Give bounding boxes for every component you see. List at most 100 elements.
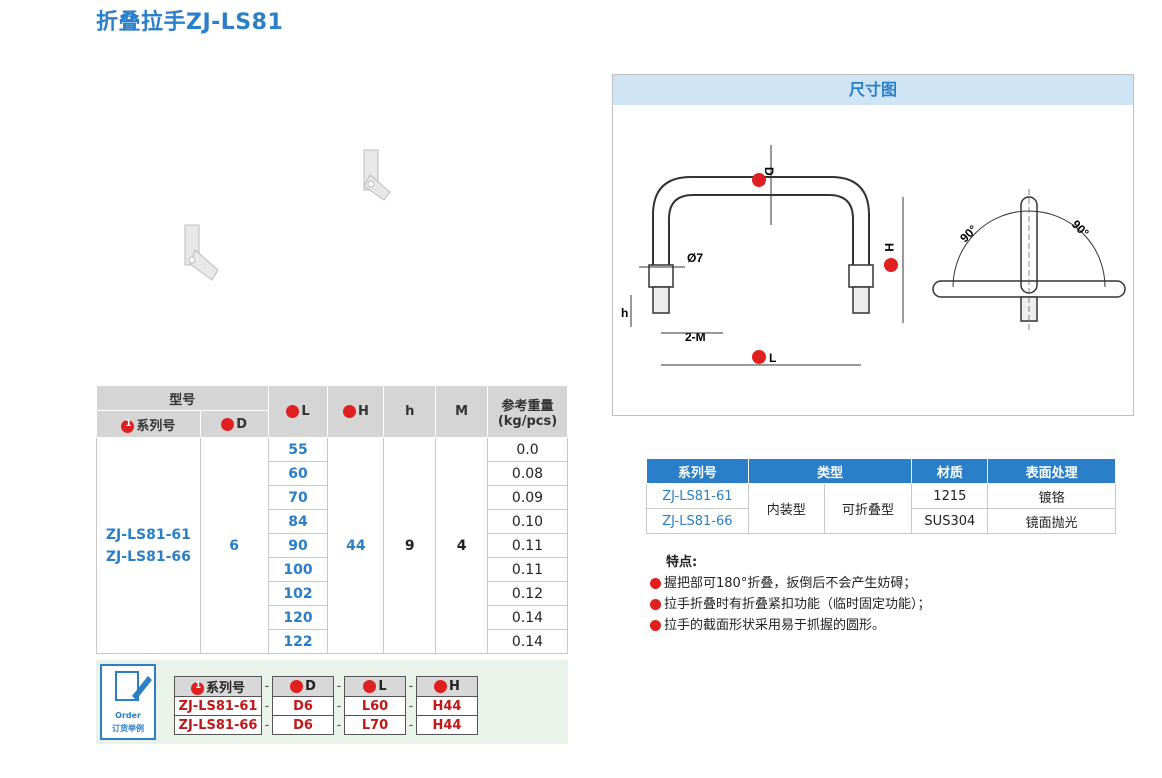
drawing-title: 尺寸图: [613, 75, 1133, 105]
weight-cell: 0.08: [487, 461, 568, 486]
right-base: [852, 286, 870, 314]
pencil-icon: [115, 671, 152, 701]
l-cell: 90: [267, 533, 329, 558]
order-header-h: H: [416, 676, 478, 697]
mat-header-series: 系列号: [646, 458, 749, 484]
weight-cell: 0.0: [487, 437, 568, 462]
mat-series-cell: ZJ-LS81-66: [646, 508, 749, 534]
separator: -: [408, 717, 414, 733]
feature-item: 握把部可180°折叠，扳倒后不会产生妨碍；: [650, 573, 931, 594]
mat-material-cell: SUS304: [911, 508, 989, 534]
features-title: 特点:: [666, 555, 698, 570]
left-bracket: [648, 264, 674, 288]
product-photo: [184, 149, 391, 281]
order-cell: ZJ-LS81-61: [174, 696, 262, 716]
marker-dot: [434, 680, 448, 693]
mat-material-cell: 1215: [911, 483, 989, 509]
handle-inner: [668, 194, 854, 265]
drawing-label-angle-left: 90°: [957, 222, 980, 245]
l-header: L: [267, 385, 329, 438]
order-table: 系列号 - D - L - H ZJ-LS81-61 - D6 - L60 - …: [174, 676, 478, 735]
marker-dot: [884, 258, 898, 272]
separator: -: [264, 698, 270, 714]
l-cell: 122: [267, 629, 329, 654]
weight-cell: 0.09: [487, 485, 568, 510]
feature-item: 拉手折叠时有折叠紧扣功能（临时固定功能）；: [650, 594, 931, 615]
order-header-l: L: [344, 676, 406, 697]
weight-cell: 0.14: [487, 629, 568, 654]
material-table: 系列号 类型 材质 表面处理 ZJ-LS81-61 内装型 可折叠型 1215 …: [646, 458, 1116, 534]
right-bracket: [848, 264, 874, 288]
separator: -: [336, 679, 342, 694]
marker-dot: [190, 681, 204, 695]
separator: -: [264, 679, 270, 694]
spec-table: 型号 L H h M 参考重量(kg/pcs) 系列号 D ZJ-LS81-61…: [96, 385, 568, 654]
drawing-label-dia: Ø7: [687, 251, 703, 265]
l-cell: 70: [267, 485, 329, 510]
features-list: 特点: 握把部可180°折叠，扳倒后不会产生妨碍； 拉手折叠时有折叠紧扣功能（临…: [650, 552, 931, 636]
l-cell: 102: [267, 581, 329, 606]
l-cell: 100: [267, 557, 329, 582]
page-title: 折叠拉手ZJ-LS81: [96, 10, 284, 35]
order-cell: ZJ-LS81-66: [174, 715, 262, 735]
separator: -: [408, 698, 414, 714]
l-cell: 60: [267, 461, 329, 486]
mat-finish-cell: 镀铬: [987, 483, 1116, 509]
handle-outline: [652, 176, 870, 265]
weight-cell: 0.11: [487, 557, 568, 582]
weight-header: 参考重量(kg/pcs): [487, 385, 568, 438]
mat-type2-cell: 可折叠型: [823, 483, 913, 534]
mat-type1-cell: 内装型: [747, 483, 825, 534]
order-icon: Order 订货举例: [100, 664, 156, 740]
series-header: 系列号: [96, 410, 201, 438]
marker-dot: [221, 417, 235, 431]
feature-item: 拉手的截面形状采用易于抓握的圆形。: [650, 615, 931, 636]
marker-dot: [121, 419, 135, 433]
marker-dot: [342, 405, 356, 418]
separator: -: [408, 679, 414, 694]
drawing-label-d: D: [762, 167, 776, 176]
weight-cell: 0.14: [487, 605, 568, 630]
drawing-label-l: L: [769, 351, 776, 365]
drawing-label-H: H: [882, 243, 896, 252]
m-header: M: [435, 385, 489, 438]
mat-finish-cell: 镜面抛光: [987, 508, 1116, 534]
weight-cell: 0.11: [487, 533, 568, 558]
weight-cell: 0.12: [487, 581, 568, 606]
order-label-cn: 订货举例: [112, 724, 144, 733]
h-lower-header: h: [383, 385, 437, 438]
d-header: D: [199, 410, 269, 438]
drawing-label-angle-right: 90°: [1069, 217, 1092, 240]
series-cell: ZJ-LS81-61 ZJ-LS81-66: [96, 437, 201, 654]
mat-header-material: 材质: [911, 458, 989, 484]
l-cell: 55: [267, 437, 329, 462]
order-cell: D6: [272, 696, 334, 716]
separator: -: [336, 698, 342, 714]
right-bracket: [363, 149, 391, 201]
marker-dot: [752, 173, 766, 187]
separator: -: [336, 717, 342, 733]
marker-dot: [286, 405, 300, 418]
order-cell: L60: [344, 696, 406, 716]
h-cell: 9: [383, 437, 437, 654]
model-group-header: 型号: [96, 385, 269, 411]
order-label-en: Order: [115, 711, 141, 720]
weight-cell: 0.10: [487, 509, 568, 534]
l-cell: 84: [267, 509, 329, 534]
separator: -: [264, 717, 270, 733]
order-cell: H44: [416, 696, 478, 716]
order-cell: D6: [272, 715, 334, 735]
h-upper-header: H: [327, 385, 385, 438]
marker-dot: [363, 680, 377, 693]
dimension-drawing: D Ø7 H h 2-M L 90° 90°: [621, 145, 1126, 366]
order-header-d: D: [272, 676, 334, 697]
mat-header-type: 类型: [747, 458, 913, 484]
left-bracket: [184, 224, 219, 281]
marker-dot: [752, 350, 766, 364]
drawing-label-thread: 2-M: [685, 330, 706, 344]
H-cell: 44: [327, 437, 385, 654]
mat-series-cell: ZJ-LS81-61: [646, 483, 749, 509]
m-cell: 4: [435, 437, 489, 654]
marker-dot: [290, 680, 304, 693]
dimension-drawing-panel: 尺寸图 D Ø7 H h 2-M L 90°: [612, 74, 1134, 416]
